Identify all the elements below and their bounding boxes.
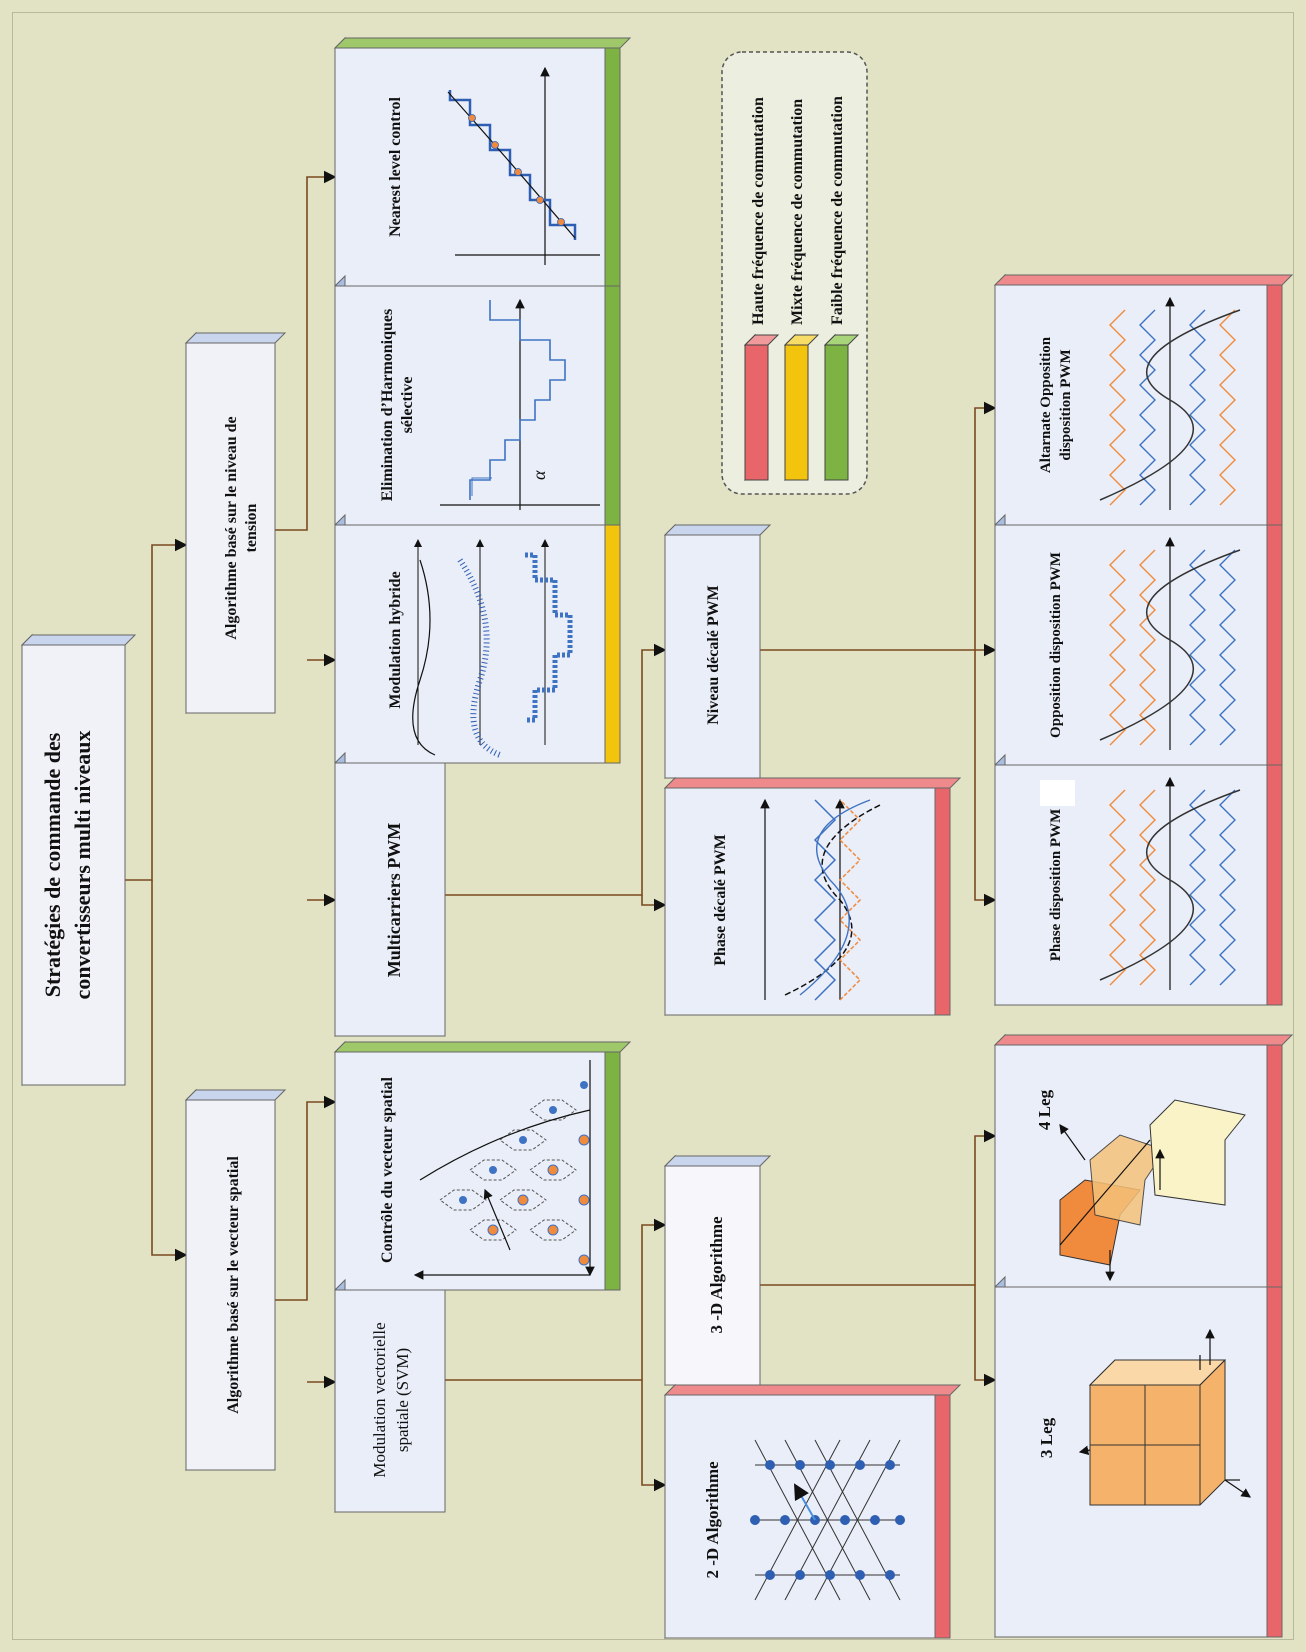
algo-vector-label: Algorithme basé sur le vecteur spatial — [225, 1156, 242, 1414]
hybrid-label: Modulation hybride — [387, 571, 404, 708]
legend-low-label: Faible fréquence de commutation — [829, 96, 846, 325]
she-line-1: Elimination d’Harmoniques — [379, 309, 396, 501]
pd-label: Phase disposition PWM — [1048, 809, 1064, 962]
title-line-1: Stratégies de commande des — [40, 732, 65, 997]
legend-high: Haute fréquence de commutation — [743, 97, 780, 482]
title-box: Stratégies de commande des convertisseur… — [20, 633, 137, 1087]
node-4-leg: 4 Leg — [993, 1033, 1294, 1289]
she-alpha-symbol: α — [529, 470, 549, 480]
algo-3d-label: 3 -D Algorithme — [707, 1216, 726, 1334]
node-3-leg: 3 Leg — [994, 1275, 1283, 1639]
node-space-vector-control: Contrôle du vecteur spatial — [333, 1040, 632, 1292]
legend: Haute fréquence de commutation Mixte fré… — [721, 51, 868, 495]
node-algo-vector: Algorithme basé sur le vecteur spatial — [184, 1088, 287, 1472]
svm-line-2: spatiale (SVM) — [393, 1348, 412, 1452]
leg3-label: 3 Leg — [1037, 1417, 1056, 1458]
connectors — [125, 170, 997, 1492]
nearest-label: Nearest level control — [387, 97, 404, 237]
node-selective-harmonic-elimination: Elimination d’Harmoniques sélective α — [334, 274, 621, 527]
algo-level-line-1: Algorithme basé sur le niveau de — [223, 416, 240, 639]
node-3d-algorithm: 3 -D Algorithme — [663, 1154, 772, 1387]
legend-high-label: Haute fréquence de commutation — [750, 97, 767, 325]
node-multicarriers-pwm: Multicarriers PWM — [334, 751, 446, 1038]
space-vector-control-label: Contrôle du vecteur spatial — [379, 1076, 396, 1262]
svm-line-1: Modulation vectorielle — [370, 1322, 389, 1477]
apod-line-1: Altarnate Opposition — [1038, 336, 1054, 473]
legend-low: Faible fréquence de commutation — [823, 96, 860, 482]
algo-level-line-2: tension — [243, 503, 260, 552]
pod-label: Opposition disposition PWM — [1048, 552, 1064, 738]
node-2d-algorithm: 2 -D Algorithme — [663, 1383, 962, 1640]
apod-line-2: disposition PWM — [1058, 349, 1074, 460]
node-hybrid-modulation: Modulation hybride — [334, 513, 621, 765]
node-svm: Modulation vectorielle spatiale (SVM) — [334, 1278, 446, 1514]
diagram-frame — [12, 12, 1294, 1640]
title-line-2: convertisseurs multi niveaux — [70, 731, 95, 1000]
level-shift-label: Niveau décalé PWM — [705, 585, 722, 725]
node-pod-pwm: Opposition disposition PWM — [994, 513, 1283, 767]
she-line-2: sélective — [399, 377, 416, 434]
node-nearest-level: Nearest level control — [333, 36, 632, 288]
legend-mixed: Mixte fréquence de commutation — [783, 99, 820, 482]
node-apod-pwm: Altarnate Opposition disposition PWM — [993, 273, 1294, 527]
node-algo-level: Algorithme basé sur le niveau de tension — [184, 331, 287, 715]
phase-shift-label: Phase décalé PWM — [712, 834, 729, 966]
multicarriers-label: Multicarriers PWM — [384, 823, 404, 977]
node-level-shift-pwm: Niveau décalé PWM — [663, 523, 772, 780]
leg4-label: 4 Leg — [1035, 1089, 1054, 1130]
algo-2d-label: 2 -D Algorithme — [703, 1461, 722, 1579]
node-pd-pwm: Phase disposition PWM — [994, 753, 1283, 1007]
node-phase-shift-pwm: Phase décalé PWM — [663, 776, 962, 1017]
legend-mixed-label: Mixte fréquence de commutation — [789, 99, 806, 325]
